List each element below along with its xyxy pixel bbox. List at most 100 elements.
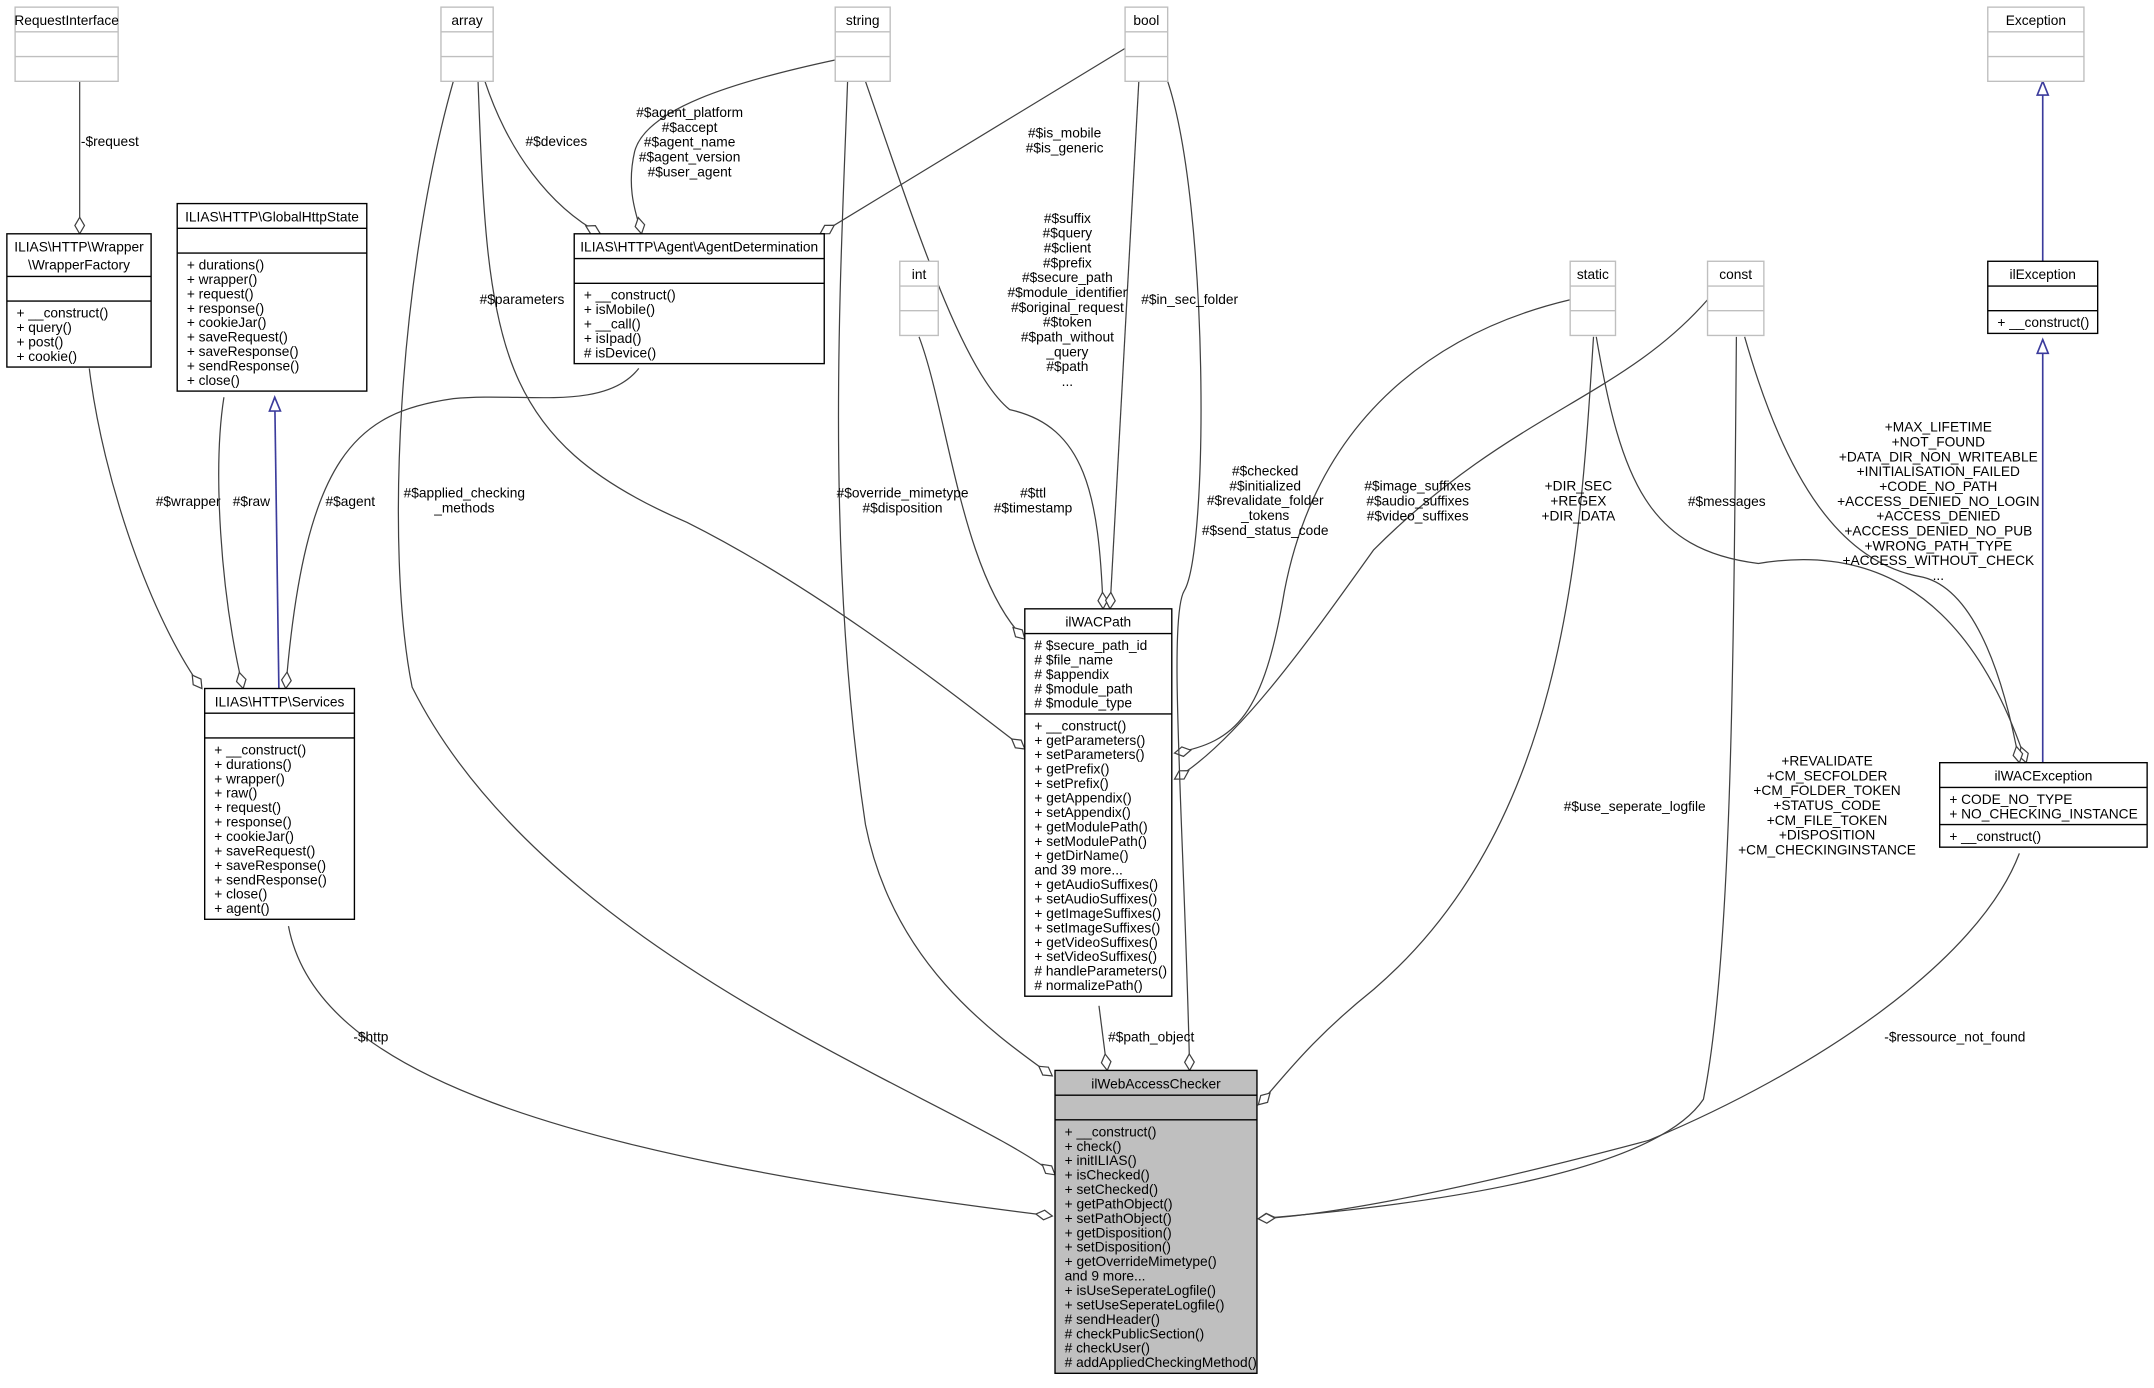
edge-label: +CODE_NO_PATH bbox=[1879, 479, 1997, 494]
edge-label: #$ttl bbox=[1020, 486, 1046, 501]
inheritance-arrow-icon bbox=[2036, 337, 2050, 355]
aggregation-diamond-icon bbox=[1100, 1052, 1112, 1072]
edge-label: #$audio_suffixes bbox=[1366, 494, 1469, 509]
edge-label: #$image_suffixes bbox=[1364, 479, 1471, 494]
class-node-ilwacexception[interactable]: ilWACException+ CODE_NO_TYPE+ NO_CHECKIN… bbox=[1939, 761, 2148, 848]
edge-label: -$http bbox=[353, 1030, 388, 1045]
class-method: # addAppliedCheckingMethod() bbox=[1065, 1355, 1257, 1370]
edge-label: #$path_without bbox=[1021, 330, 1114, 345]
aggregation-diamond-icon bbox=[74, 216, 86, 236]
class-attribute: # $module_type bbox=[1034, 696, 1132, 711]
edge-label: #$timestamp bbox=[994, 500, 1073, 515]
class-method: + __construct() bbox=[584, 288, 676, 303]
class-method: + __construct() bbox=[1034, 718, 1126, 733]
class-name: ILIAS\HTTP\Wrapper bbox=[14, 240, 144, 255]
edge-label: #$agent_name bbox=[644, 135, 736, 150]
class-box bbox=[14, 6, 119, 83]
class-node-services[interactable]: ILIAS\HTTP\Services+ __construct()+ dura… bbox=[203, 687, 356, 920]
class-method: # isDevice() bbox=[584, 345, 656, 360]
class-name: \WrapperFactory bbox=[28, 258, 130, 273]
class-node-bool[interactable]: bool bbox=[1124, 6, 1169, 83]
class-node-ilexception[interactable]: ilException+ __construct() bbox=[1987, 260, 2099, 335]
class-box bbox=[573, 233, 825, 365]
usage-line bbox=[1109, 81, 1140, 609]
class-node-ilwacpath[interactable]: ilWACPath# $secure_path_id# $file_name# … bbox=[1024, 608, 1173, 997]
class-attribute: + CODE_NO_TYPE bbox=[1949, 792, 2072, 807]
aggregation-diamond-icon bbox=[1010, 738, 1026, 750]
class-method: # handleParameters() bbox=[1034, 964, 1167, 979]
edge-label: +NOT_FOUND bbox=[1892, 434, 1985, 449]
class-name: RequestInterface bbox=[14, 13, 119, 28]
edge-label: #$raw bbox=[233, 494, 270, 509]
class-node-ilwebaccesschecker[interactable]: ilWebAccessChecker+ __construct()+ check… bbox=[1054, 1069, 1258, 1374]
edge-label: ... bbox=[1933, 568, 1944, 583]
edges bbox=[74, 47, 2050, 1224]
edge-label: #$initialized bbox=[1229, 478, 1301, 493]
class-method: + getImageSuffixes() bbox=[1034, 906, 1161, 921]
inheritance-line bbox=[273, 397, 280, 689]
class-method: + request() bbox=[214, 800, 281, 815]
class-node-wrapperfactory[interactable]: ILIAS\HTTP\Wrapper \WrapperFactory + __con… bbox=[6, 233, 152, 368]
edge-label: #$is_mobile bbox=[1028, 126, 1102, 141]
class-node-globalhttpstate[interactable]: ILIAS\HTTP\GlobalHttpState+ durations()+… bbox=[176, 202, 368, 392]
class-method: + wrapper() bbox=[187, 272, 258, 287]
class-node-requestinterface[interactable]: RequestInterface bbox=[14, 6, 119, 83]
class-node-int[interactable]: int bbox=[899, 260, 939, 337]
class-method: + setImageSuffixes() bbox=[1034, 920, 1160, 935]
edge-label: -$ressource_not_found bbox=[1884, 1030, 2025, 1045]
edge-ilwacexception-to-ilwebaccesschecker bbox=[1257, 853, 2020, 1224]
usage-line bbox=[1595, 336, 2027, 763]
aggregation-diamond-icon bbox=[1173, 746, 1192, 758]
edge-label: +REVALIDATE bbox=[1781, 753, 1872, 768]
class-method: + response() bbox=[187, 301, 264, 316]
usage-line bbox=[1258, 853, 2020, 1220]
class-method: + saveResponse() bbox=[187, 344, 299, 359]
class-method: + durations() bbox=[214, 757, 291, 772]
class-node-static[interactable]: static bbox=[1569, 260, 1617, 337]
edge-label: -$request bbox=[81, 134, 139, 149]
edge-label: #$revalidate_folder bbox=[1207, 493, 1324, 508]
class-method: # checkPublicSection() bbox=[1065, 1326, 1205, 1341]
class-method: + saveResponse() bbox=[214, 858, 326, 873]
class-method: + saveRequest() bbox=[187, 330, 288, 345]
class-node-string[interactable]: string bbox=[834, 6, 891, 83]
class-name: ILIAS\HTTP\Agent\AgentDetermination bbox=[580, 240, 818, 255]
class-method: + __call() bbox=[584, 317, 641, 332]
class-method: + isIpad() bbox=[584, 331, 642, 346]
class-box bbox=[1706, 260, 1765, 337]
class-node-array[interactable]: array bbox=[440, 6, 494, 83]
edge-wrapperfactory-to-services bbox=[88, 368, 203, 690]
edge-label: +CM_CHECKINGINSTANCE bbox=[1738, 842, 1916, 857]
edge-static-to-ilwebaccesschecker bbox=[1257, 336, 1595, 1106]
class-attribute: + NO_CHECKING_INSTANCE bbox=[1949, 806, 2137, 821]
edge-label: +DATA_DIR_NON_WRITEABLE bbox=[1839, 449, 2038, 464]
class-method: + getAppendix() bbox=[1034, 791, 1131, 806]
class-node-exception[interactable]: Exception bbox=[1987, 6, 2085, 83]
class-attribute: # $secure_path_id bbox=[1034, 638, 1147, 653]
usage-line bbox=[285, 368, 640, 689]
class-name: bool bbox=[1133, 13, 1159, 28]
class-method: + response() bbox=[214, 815, 291, 830]
class-method: + __construct() bbox=[16, 306, 108, 321]
edge-label: #$video_suffixes bbox=[1367, 508, 1469, 523]
class-method: + getModulePath() bbox=[1034, 819, 1147, 834]
usage-line bbox=[287, 926, 1053, 1217]
class-method: + getDisposition() bbox=[1065, 1225, 1172, 1240]
class-method: + getAudioSuffixes() bbox=[1034, 877, 1158, 892]
class-method: + query() bbox=[16, 320, 71, 335]
aggregation-diamond-icon bbox=[1012, 626, 1026, 640]
class-name: ILIAS\HTTP\GlobalHttpState bbox=[185, 209, 359, 224]
class-method: + wrapper() bbox=[214, 771, 285, 786]
usage-line bbox=[819, 47, 1126, 235]
class-box bbox=[1124, 6, 1169, 83]
class-name: ilWebAccessChecker bbox=[1091, 1076, 1221, 1091]
edge-label: +WRONG_PATH_TYPE bbox=[1864, 538, 2012, 553]
class-method: + agent() bbox=[214, 901, 269, 916]
class-node-const[interactable]: const bbox=[1706, 260, 1765, 337]
edge-label: _methods bbox=[433, 500, 494, 515]
class-method: + setVideoSuffixes() bbox=[1034, 949, 1157, 964]
class-node-agentdetermination[interactable]: ILIAS\HTTP\Agent\AgentDetermination + __c… bbox=[573, 233, 825, 365]
aggregation-diamond-icon bbox=[1104, 591, 1116, 611]
edge-services-to-ilwebaccesschecker bbox=[287, 926, 1054, 1221]
usage-line bbox=[1258, 336, 1738, 1220]
